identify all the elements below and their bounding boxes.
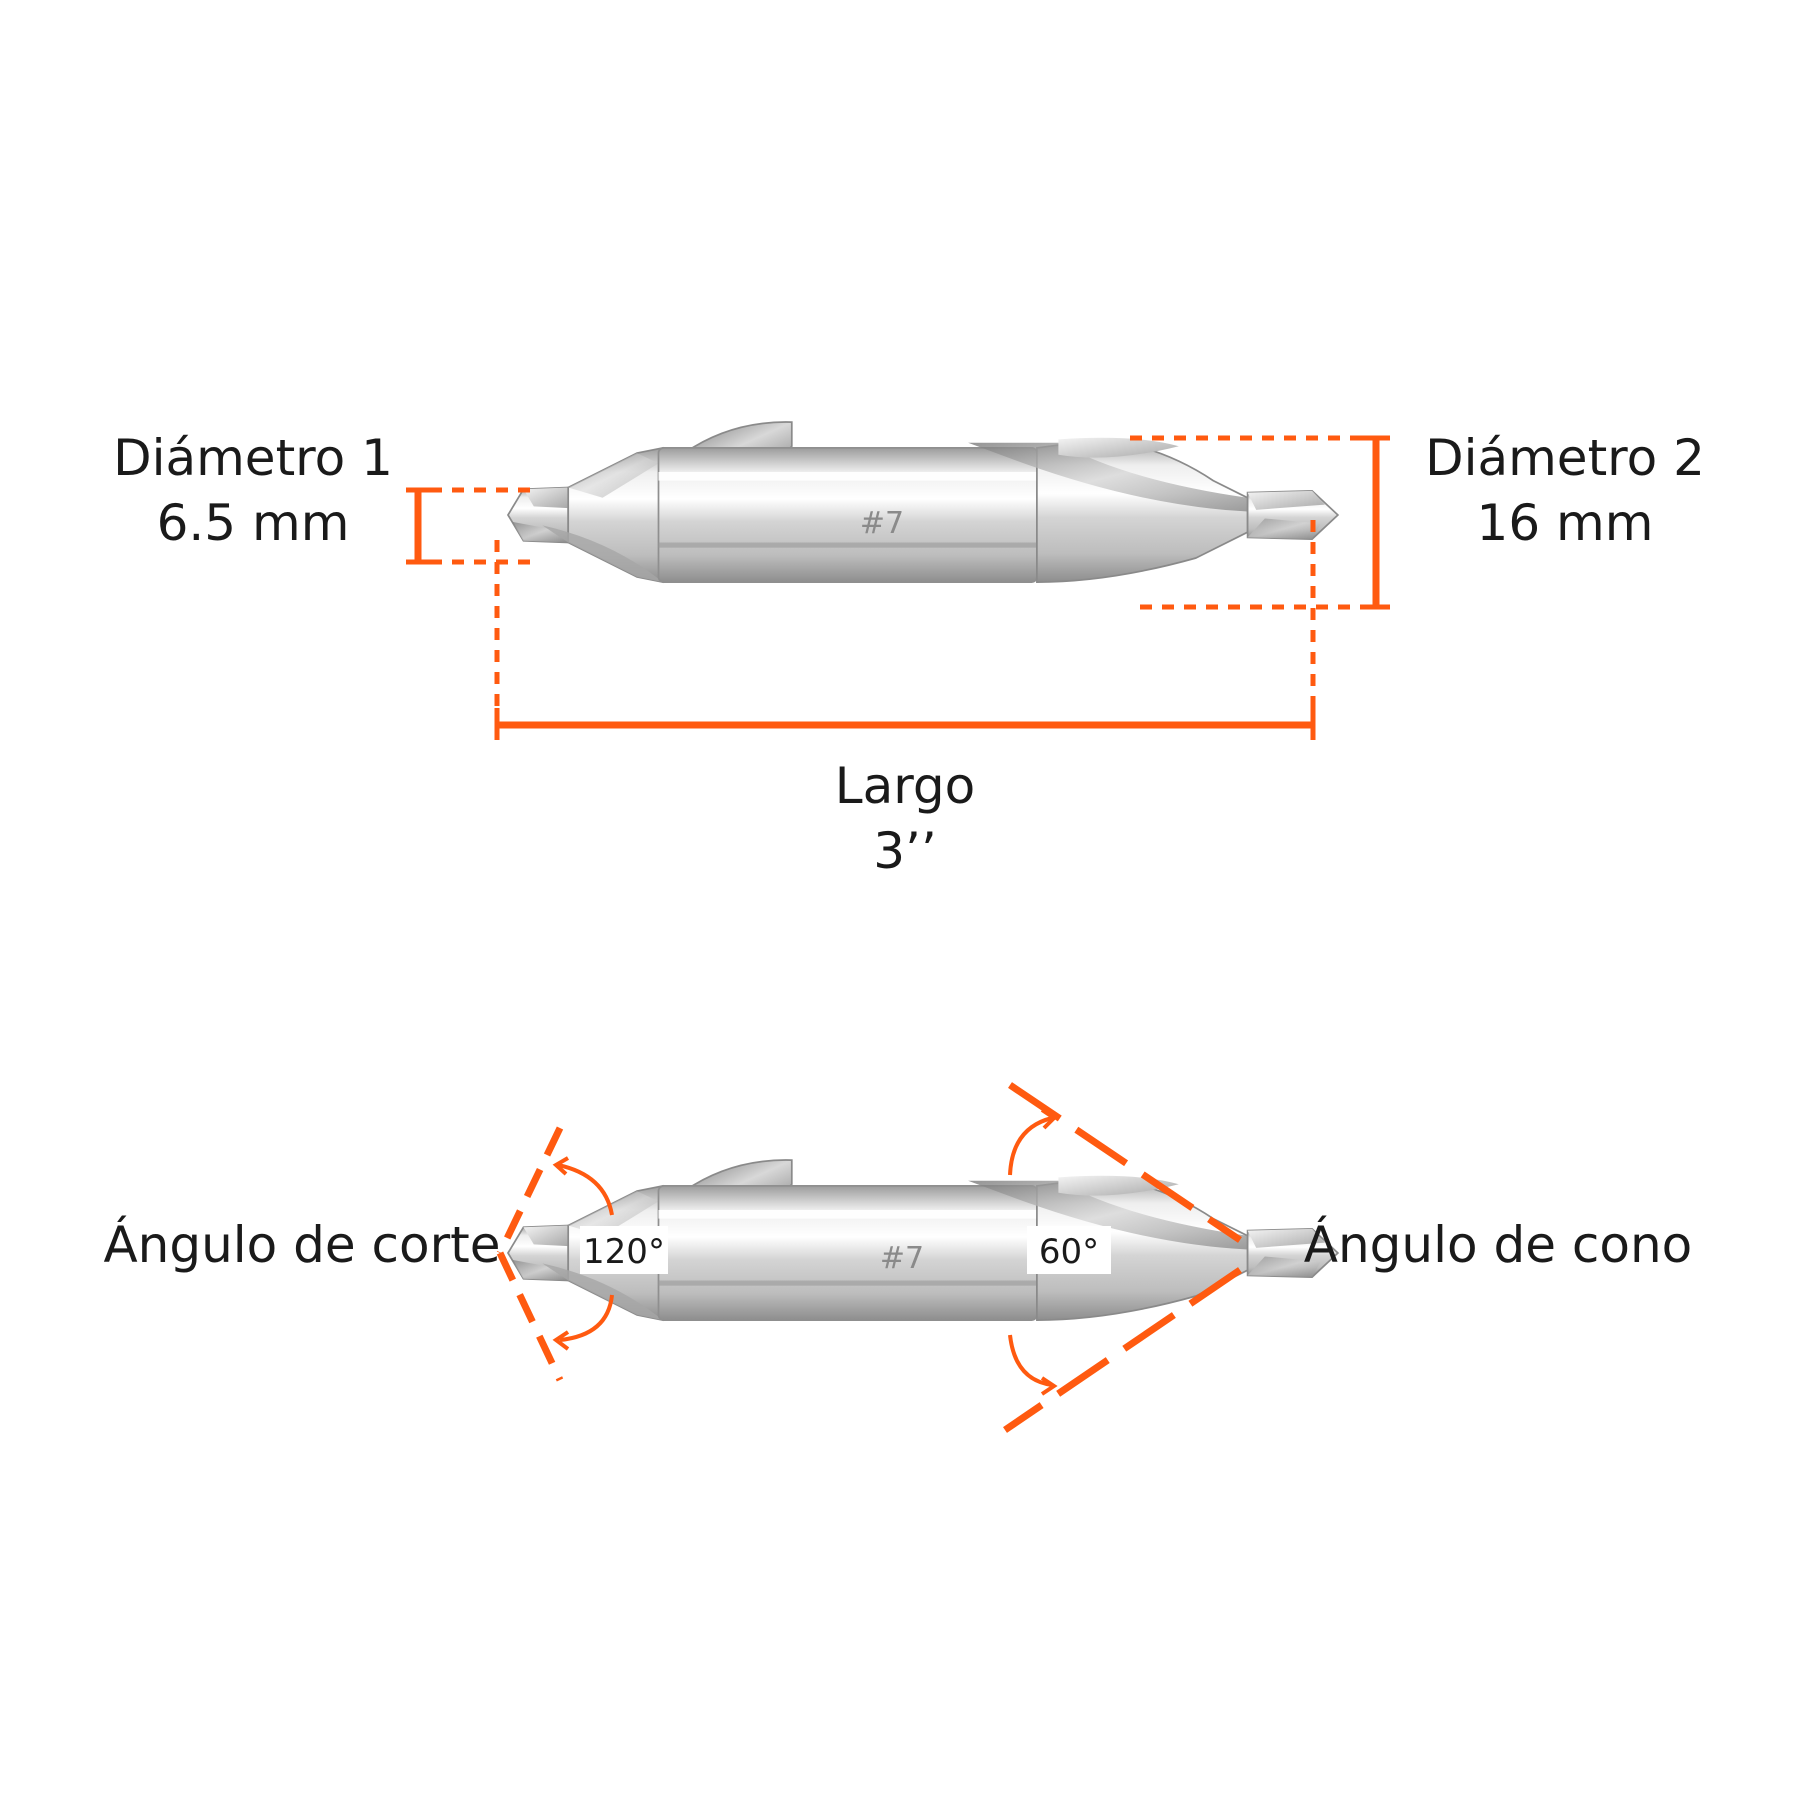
- cutting-angle-value: 120°: [583, 1232, 665, 1272]
- top-drill-bit: [507, 421, 1339, 583]
- bit-marking-bottom: #7: [880, 1241, 924, 1276]
- cone-angle-box: [1027, 1226, 1111, 1274]
- cutting-angle-box: [580, 1226, 668, 1274]
- diameter2-dimension: [1130, 435, 1390, 610]
- length-dimension: [494, 520, 1316, 740]
- diameter2-label: Diámetro 2: [1425, 429, 1705, 487]
- cone-angle-value: 60°: [1039, 1232, 1099, 1272]
- cone-angle-guides: [1003, 1082, 1242, 1433]
- length-value: 3’’: [873, 822, 937, 880]
- diameter1-label: Diámetro 1: [113, 429, 393, 487]
- diameter1-value: 6.5 mm: [157, 494, 350, 552]
- cone-angle-label: Ángulo de cono: [1304, 1215, 1692, 1274]
- diameter1-dimension: [406, 487, 540, 565]
- bit-marking-top: #7: [860, 506, 904, 541]
- cutting-angle-label: Ángulo de corte: [103, 1215, 500, 1274]
- diameter2-value: 16 mm: [1477, 494, 1654, 552]
- length-label: Largo: [835, 757, 976, 815]
- cutting-angle-guides: [496, 1126, 614, 1382]
